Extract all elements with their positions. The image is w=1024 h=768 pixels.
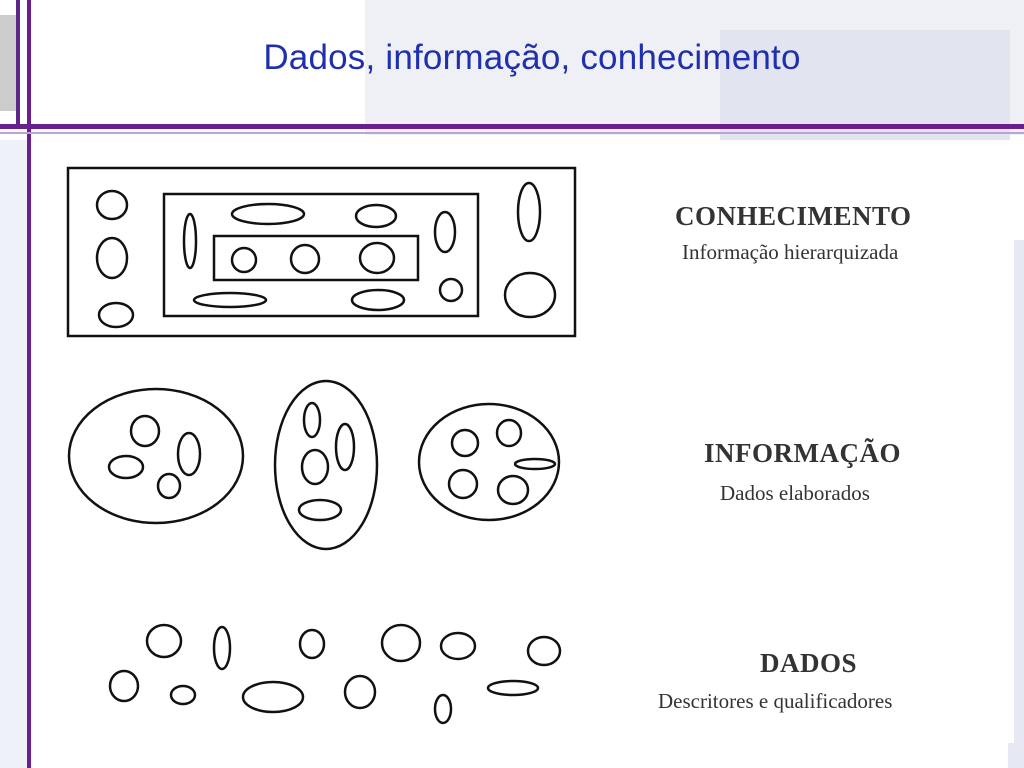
knowledge-item [182, 212, 198, 270]
accent-line-horizontal [0, 124, 1024, 129]
knowledge-item [230, 202, 306, 226]
data-item [212, 625, 232, 671]
diagram-panel: CONHECIMENTO Informação hierarquizada IN… [44, 143, 1014, 743]
knowledge-item [433, 210, 457, 254]
knowledge-item [447, 468, 479, 500]
knowledge-item [289, 243, 321, 275]
level-conhecimento: CONHECIMENTO Informação hierarquizada [675, 201, 912, 265]
knowledge-item [516, 181, 542, 243]
data-item [108, 669, 140, 703]
information-cluster [417, 402, 561, 522]
data-item [241, 680, 305, 714]
slide-title: Dados, informação, conhecimento [263, 38, 801, 77]
hierarchy-diagram [66, 166, 577, 725]
knowledge-item [495, 418, 523, 448]
data-items [108, 623, 562, 725]
knowledge-item [350, 288, 406, 312]
knowledge-item [230, 246, 258, 274]
level-name: DADOS [760, 648, 858, 678]
data-item [343, 674, 377, 710]
information-clusters [67, 379, 561, 551]
knowledge-item [192, 291, 268, 309]
knowledge-item [97, 301, 135, 329]
level-name: INFORMAÇÃO [704, 438, 901, 468]
knowledge-item [95, 236, 129, 280]
knowledge-item [302, 401, 322, 439]
knowledge-item [129, 414, 161, 448]
level-informacao: INFORMAÇÃO Dados elaborados [704, 438, 901, 506]
data-item [169, 684, 197, 706]
information-cluster [67, 387, 245, 525]
knowledge-item [496, 474, 530, 506]
knowledge-item [438, 277, 464, 303]
information-cluster [273, 379, 379, 551]
data-item [439, 631, 477, 661]
data-item [526, 635, 562, 667]
knowledge-core-box [212, 234, 420, 282]
knowledge-outer-box [66, 166, 577, 338]
knowledge-item [354, 203, 398, 229]
knowledge-item [297, 498, 343, 522]
knowledge-item [334, 422, 356, 472]
knowledge-structure [66, 166, 577, 338]
data-item [486, 679, 540, 697]
accent-line-left-top [16, 0, 20, 125]
knowledge-item [107, 454, 145, 480]
level-description: Descritores e qualificadores [658, 689, 893, 713]
knowledge-inner-box [162, 192, 480, 318]
level-name: CONHECIMENTO [675, 201, 912, 231]
knowledge-item [450, 428, 480, 458]
knowledge-item [358, 241, 396, 275]
data-item [433, 693, 453, 725]
level-dados: DADOS Descritores e qualificadores [658, 648, 892, 714]
level-description: Informação hierarquizada [682, 240, 899, 264]
knowledge-item [513, 457, 557, 471]
knowledge-item [503, 271, 557, 319]
level-description: Dados elaborados [720, 481, 870, 505]
knowledge-item [156, 472, 182, 500]
knowledge-item [176, 431, 202, 477]
accent-line-vertical [27, 0, 31, 768]
data-item [298, 628, 326, 660]
knowledge-item [300, 448, 330, 486]
knowledge-item [95, 189, 129, 221]
data-item [380, 623, 422, 663]
data-item [145, 623, 183, 659]
